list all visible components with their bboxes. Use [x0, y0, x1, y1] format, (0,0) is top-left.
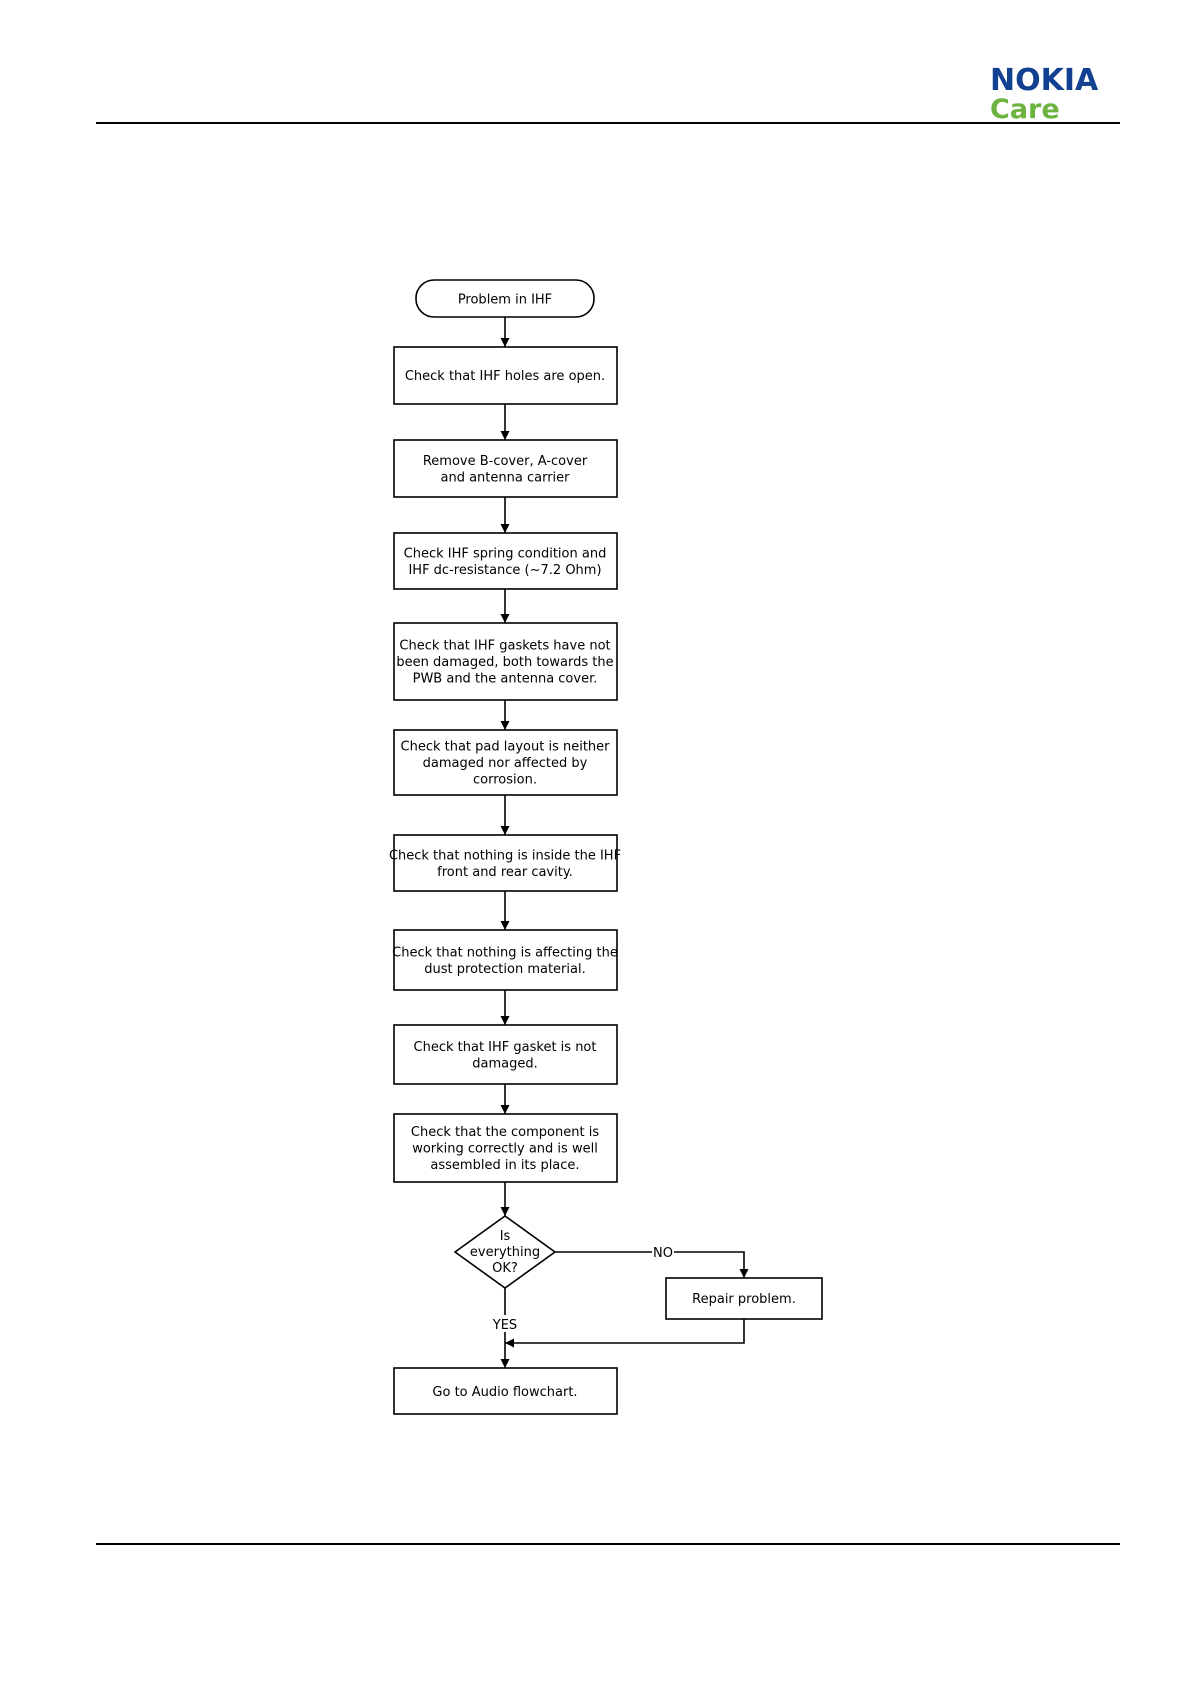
process-box-label: Check IHF spring condition and — [404, 546, 607, 561]
process-box-6 — [393, 834, 618, 892]
yes-label-bg — [488, 1315, 522, 1332]
process-box-label: damaged nor affected by — [423, 756, 588, 771]
process-box-label: damaged. — [472, 1056, 537, 1071]
decision-label: Is — [500, 1229, 511, 1244]
process-box-label: and antenna carrier — [441, 470, 571, 485]
end-box — [393, 1367, 618, 1415]
process-box-label: front and rear cavity. — [437, 865, 573, 880]
process-box-label: PWB and the antenna cover. — [413, 672, 598, 687]
process-box-label: Check that pad layout is neither — [401, 740, 611, 755]
end-label: Go to Audio flowchart. — [432, 1385, 577, 1400]
yes-label: YES — [492, 1318, 517, 1333]
process-box-9 — [393, 1113, 618, 1183]
repair-label: Repair problem. — [692, 1292, 796, 1307]
process-box-label: Check that the component is — [411, 1125, 599, 1140]
no-label: NO — [653, 1246, 673, 1261]
process-box-label: corrosion. — [473, 773, 537, 788]
process-box-label: working correctly and is well — [412, 1142, 598, 1157]
process-box-label: dust protection material. — [424, 962, 585, 977]
nokia-care-logo: NOKIA Care — [990, 66, 1120, 126]
logo-brand: NOKIA — [990, 63, 1099, 98]
no-branch-connector — [555, 1251, 749, 1278]
process-box-5 — [393, 729, 618, 796]
footer-rule — [96, 1543, 1120, 1545]
process-box-label: Check that nothing is affecting the — [392, 945, 618, 960]
process-box-8 — [393, 1024, 618, 1085]
process-box-label: been damaged, both towards the — [396, 655, 613, 670]
process-box-label: Check that nothing is inside the IHF — [389, 848, 621, 863]
start-label: Problem in IHF — [458, 293, 552, 308]
process-box-4 — [393, 622, 618, 701]
process-box-1 — [393, 346, 618, 405]
process-box-label: assembled in its place. — [430, 1158, 579, 1173]
repair-box — [665, 1277, 823, 1320]
process-box-label: Check that IHF gaskets have not — [399, 639, 610, 654]
logo-sub: Care — [990, 94, 1060, 125]
decision-label: OK? — [492, 1261, 518, 1276]
process-box-label: Check that IHF holes are open. — [405, 369, 605, 384]
process-box-3 — [393, 532, 618, 590]
process-box-label: IHF dc-resistance (~7.2 Ohm) — [408, 563, 601, 578]
process-box-label: Check that IHF gasket is not — [414, 1040, 597, 1055]
repair-return-connector — [505, 1319, 745, 1348]
process-box-label: Remove B-cover, A-cover — [423, 454, 588, 469]
header-rule — [96, 122, 1120, 124]
no-label-bg — [652, 1243, 674, 1261]
decision-label: everything — [470, 1245, 540, 1260]
